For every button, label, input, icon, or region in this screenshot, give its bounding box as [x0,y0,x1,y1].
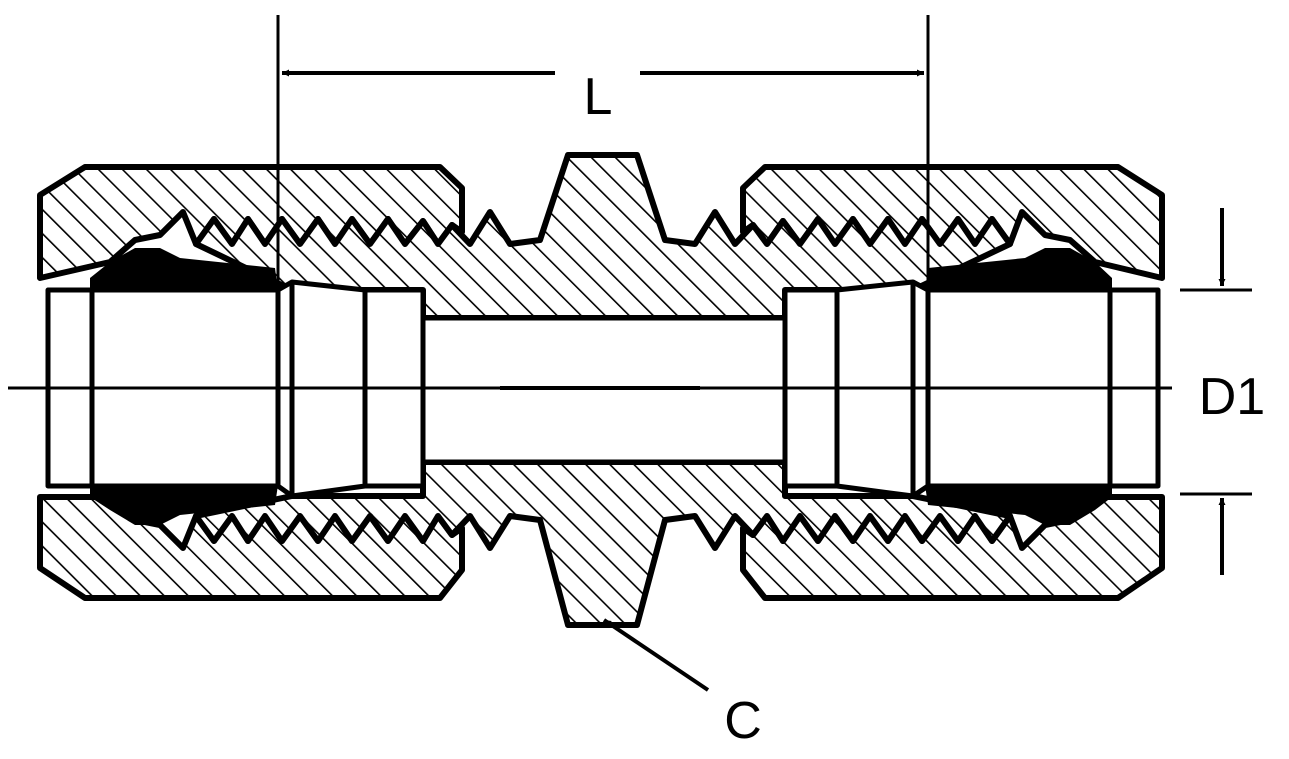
body-top-section [193,152,1013,321]
left-ferrule-bottom [90,485,278,525]
dimension-diameter [1180,208,1252,575]
dimension-length [276,15,930,290]
diameter-label: D1 [1199,368,1265,426]
leader-arrow [602,618,710,692]
leader-hex [602,618,710,692]
length-label: L [584,68,613,126]
body-bottom-section [193,459,1013,628]
ferrules [90,248,1112,525]
left-ferrule-top [90,248,278,292]
right-ferrule-bottom [925,485,1112,525]
hex-label: C [724,692,762,750]
right-ferrule-top [925,248,1112,292]
union-body [193,152,1013,628]
